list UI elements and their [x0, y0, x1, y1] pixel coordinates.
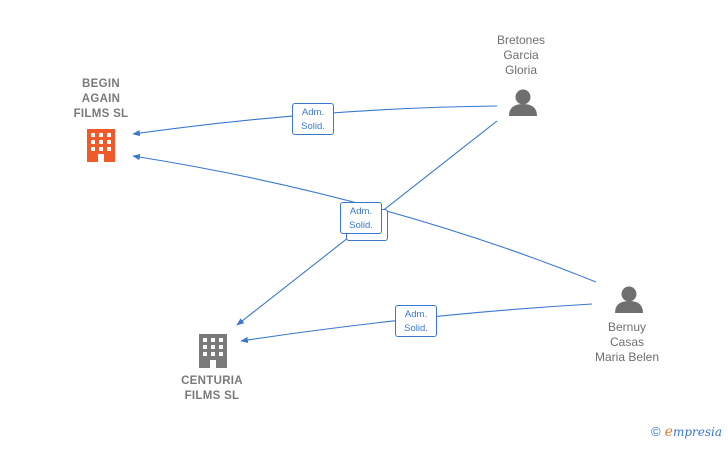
role-line2: Solid.	[404, 323, 428, 334]
person-icon[interactable]	[509, 89, 537, 117]
edge-role-badge[interactable]: Adm. Solid.	[340, 202, 382, 234]
role-line2: Solid.	[349, 220, 373, 231]
role-line1: Adm.	[349, 206, 373, 217]
company-label-begin-again[interactable]: BEGIN AGAIN FILMS SL	[73, 78, 129, 120]
edge-role-badge[interactable]: Adm. Solid.	[292, 103, 334, 135]
empresia-brand[interactable]: ©empresia	[651, 424, 722, 440]
role-line1: Adm.	[404, 309, 428, 320]
copyright-symbol: ©	[651, 424, 661, 439]
building-icon[interactable]	[87, 129, 115, 162]
brand-e-letter: e	[664, 424, 673, 440]
company-label-centuria[interactable]: CENTURIA FILMS SL	[181, 375, 243, 402]
person-label-bernuy[interactable]: Bernuy Casas Maria Belen	[594, 320, 660, 364]
person-icon[interactable]	[615, 286, 643, 314]
brand-name: mpresia	[672, 425, 722, 439]
person-label-bretones[interactable]: Bretones Garcia Gloria	[496, 33, 546, 77]
role-line1: Adm.	[301, 107, 325, 118]
building-icon[interactable]	[199, 334, 227, 368]
edge-role-badge[interactable]: Adm. Solid.	[395, 305, 437, 337]
role-line2: Solid.	[301, 121, 325, 132]
